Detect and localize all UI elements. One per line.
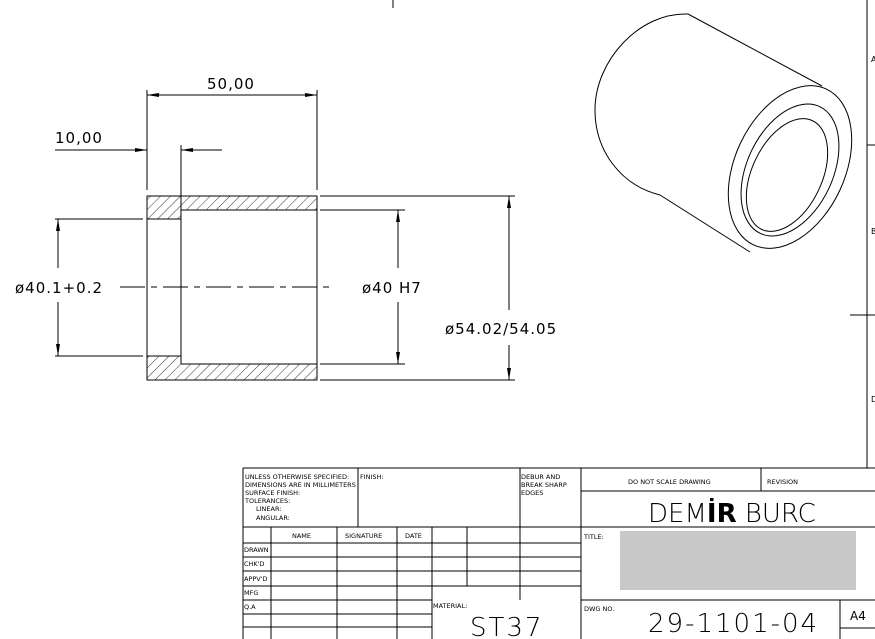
zone-label: A: [871, 55, 875, 64]
row-label-drawn: DRAWN: [244, 546, 269, 554]
dim-bore-text: ø40 H7: [362, 279, 422, 297]
material-label: MATERIAL:: [433, 602, 467, 610]
row-label-mfg: MFG: [244, 589, 258, 597]
note-line: TOLERANCES:: [244, 497, 290, 505]
row-label-approved: APPV'D: [244, 575, 268, 583]
row-label-checked: CHK'D: [244, 560, 264, 568]
sheet-border: A B D: [850, 0, 875, 468]
row-label-qa: Q.A: [244, 603, 256, 611]
dimension-bore: ø40 H7: [320, 209, 422, 365]
dim-counterbore-text: ø40.1+0.2: [15, 279, 103, 297]
dwg-no-label: DWG NO.: [584, 605, 614, 613]
dim-outer-text: ø54.02/54.05: [445, 320, 557, 338]
deburr-note: EDGES: [521, 489, 543, 497]
title-redacted-box: [620, 531, 856, 590]
dim-step-text: 10,00: [55, 129, 103, 147]
dim-length-text: 50,00: [207, 75, 255, 93]
dimension-length: 50,00: [146, 75, 318, 190]
revision-label: REVISION: [767, 478, 798, 486]
sheet-size: A4: [850, 609, 866, 623]
note-line: SURFACE FINISH:: [245, 489, 300, 497]
do-not-scale-note: DO NOT SCALE DRAWING: [628, 478, 711, 486]
zone-label: B: [871, 227, 875, 236]
deburr-note: BREAK SHARP: [521, 481, 567, 489]
dimension-counterbore: ø40.1+0.2: [15, 218, 143, 357]
note-line: LINEAR:: [256, 505, 281, 513]
column-header-signature: SIGNATURE: [345, 532, 382, 540]
dimension-step: 10,00: [55, 129, 222, 196]
material-value: ST37: [470, 613, 543, 639]
dimension-outer: ø54.02/54.05: [320, 195, 557, 381]
title-block: UNLESS OTHERWISE SPECIFIED: DIMENSIONS A…: [242, 467, 875, 639]
deburr-note: DEBUR AND: [521, 473, 560, 481]
finish-label: FINISH:: [360, 473, 384, 481]
section-view: [120, 195, 335, 381]
title-label: TITLE:: [583, 533, 604, 541]
note-line: ANGULAR:: [256, 514, 290, 522]
general-notes: UNLESS OTHERWISE SPECIFIED: DIMENSIONS A…: [244, 473, 356, 522]
dwg-no-value: 29-1101-04: [648, 609, 819, 639]
column-header-name: NAME: [292, 532, 311, 540]
note-line: DIMENSIONS ARE IN MILLIMETERS: [245, 481, 356, 489]
company-logo: DEMİR BURC: [648, 497, 816, 529]
isometric-view: [594, 13, 853, 253]
zone-label: D: [871, 395, 875, 404]
note-line: UNLESS OTHERWISE SPECIFIED:: [245, 473, 349, 481]
column-header-date: DATE: [405, 532, 422, 540]
